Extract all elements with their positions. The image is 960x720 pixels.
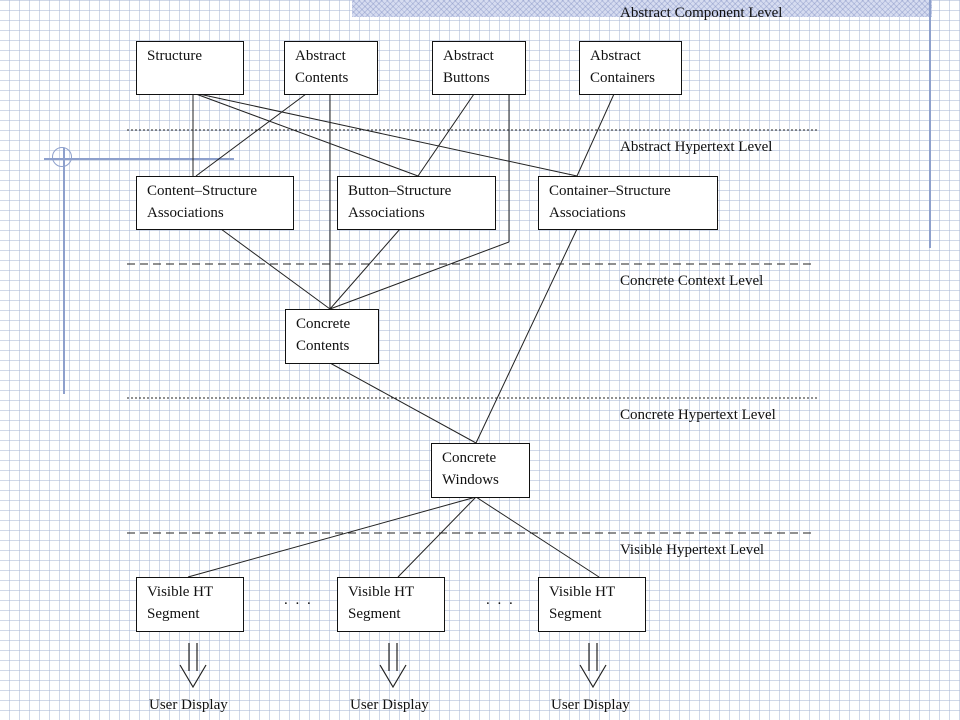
title-band-decoration <box>352 0 932 17</box>
ellipsis-2: . . . <box>486 592 515 608</box>
down-arrow-icon <box>179 643 207 689</box>
node-visible-ht-segment-2: Visible HT Segment <box>337 577 445 632</box>
level-label-abstract-hypertext: Abstract Hypertext Level <box>620 139 773 155</box>
edge-abstract-contents-content-structure <box>195 93 307 177</box>
edge-windows-visible-3 <box>475 496 600 578</box>
edge-structure-container-structure <box>198 93 578 177</box>
node-button-structure: Button–Structure Associations <box>337 176 496 230</box>
edge-concrete-contents-concrete-windows <box>329 362 477 444</box>
left-vertical-rule <box>63 148 65 394</box>
node-abstract-contents: Abstract Contents <box>284 41 378 95</box>
edge-abstract-containers-container-structure <box>576 93 615 177</box>
node-concrete-windows: Concrete Windows <box>431 443 530 498</box>
level-label-concrete-hypertext: Concrete Hypertext Level <box>620 407 776 423</box>
level-label-concrete-context: Concrete Context Level <box>620 273 764 289</box>
node-structure: Structure <box>136 41 244 95</box>
level-label-abstract-component: Abstract Component Level <box>620 5 783 21</box>
node-visible-ht-segment-1: Visible HT Segment <box>136 577 244 632</box>
edge-structure-button-structure <box>195 93 419 177</box>
left-horizontal-rule <box>44 158 234 160</box>
user-display-label-3: User Display <box>551 697 630 713</box>
user-display-label-1: User Display <box>149 697 228 713</box>
node-container-structure: Container–Structure Associations <box>538 176 718 230</box>
user-display-label-2: User Display <box>350 697 429 713</box>
edge-content-structure-concrete-contents <box>220 228 331 310</box>
edge-container-structure-concrete-windows <box>475 228 578 444</box>
edge-windows-visible-2 <box>397 496 477 578</box>
edge-button-structure-concrete-contents <box>329 228 401 310</box>
edge-abstract-buttons-button-structure <box>417 93 475 177</box>
right-vertical-rule <box>929 0 931 248</box>
node-visible-ht-segment-3: Visible HT Segment <box>538 577 646 632</box>
down-arrow-icon <box>379 643 407 689</box>
node-abstract-buttons: Abstract Buttons <box>432 41 526 95</box>
node-abstract-containers: Abstract Containers <box>579 41 682 95</box>
node-content-structure: Content–Structure Associations <box>136 176 294 230</box>
down-arrow-icon <box>579 643 607 689</box>
rule-circle-decoration <box>52 147 72 167</box>
node-concrete-contents: Concrete Contents <box>285 309 379 364</box>
edge-windows-visible-1 <box>187 496 477 578</box>
ellipsis-1: . . . <box>284 592 313 608</box>
level-label-visible-hypertext: Visible Hypertext Level <box>620 542 765 558</box>
